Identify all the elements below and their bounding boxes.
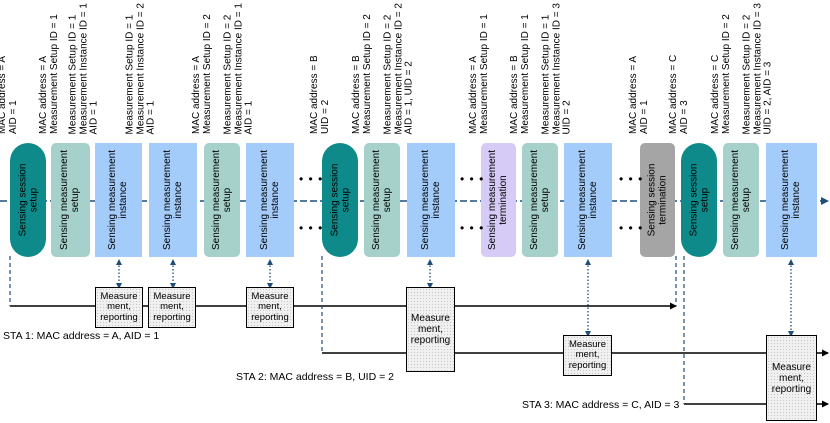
session-setup-box: Sensing session setup <box>322 143 358 257</box>
measurement-setup-box: Sensing measurement setup <box>204 143 240 257</box>
ellipsis-dots: • • • <box>619 221 644 235</box>
measurement-reporting-box: Measure ment, reporting <box>406 287 455 372</box>
measurement-setup-box: Sensing measurement setup <box>723 143 759 257</box>
measurement-setup-box: Sensing measurement setup <box>51 143 90 257</box>
ellipsis-dots: • • • <box>460 221 485 235</box>
measurement-instance-box: Sensing measurement instance <box>246 143 294 257</box>
column-label: Measurement Setup ID = 2 Measurement Ins… <box>222 2 255 134</box>
measurement-reporting-box: Measure ment, reporting <box>95 287 143 328</box>
measurement-instance-box: Sensing measurement instance <box>95 143 142 257</box>
session-termination-box: Sensing session termination <box>640 143 675 257</box>
session-setup-box: Sensing session setup <box>10 143 46 257</box>
sta3-label: STA 3: MAC address = C, AID = 3 <box>522 399 680 411</box>
ellipsis-dots: • • • <box>299 172 324 186</box>
column-label: Measurement Setup ID = 1 Measurement Ins… <box>540 2 573 134</box>
measurement-reporting-box: Measure ment, reporting <box>148 287 196 328</box>
ellipsis-dots: • • • <box>460 172 485 186</box>
sta2-label: STA 2: MAC address = B, UID = 2 <box>236 371 394 383</box>
sta1-label: STA 1: MAC address = A, AID = 1 <box>3 330 160 342</box>
measurement-instance-box: Sensing measurement instance <box>407 143 455 257</box>
measurement-termination-box: Sensing measurement termination <box>481 143 516 257</box>
measurement-setup-box: Sensing measurement setup <box>522 143 558 257</box>
ellipsis-dots: • • • <box>299 221 324 235</box>
ellipsis-dots: • • • <box>619 172 644 186</box>
measurement-reporting-box: Measure ment, reporting <box>563 335 612 376</box>
measurement-instance-box: Sensing measurement instance <box>149 143 197 257</box>
measurement-reporting-box: Measure ment, reporting <box>246 287 294 328</box>
session-setup-box: Sensing session setup <box>681 143 717 257</box>
column-label: Measurement Setup ID = 2 Measurement Ins… <box>382 2 415 134</box>
measurement-reporting-box: Measure ment, reporting <box>766 335 817 421</box>
column-label: Measurement Setup ID = 2 Measurement Ins… <box>741 2 774 134</box>
measurement-instance-box: Sensing measurement instance <box>564 143 612 257</box>
measurement-setup-box: Sensing measurement setup <box>364 143 400 257</box>
measurement-instance-box: Sensing measurement instance <box>766 143 817 257</box>
